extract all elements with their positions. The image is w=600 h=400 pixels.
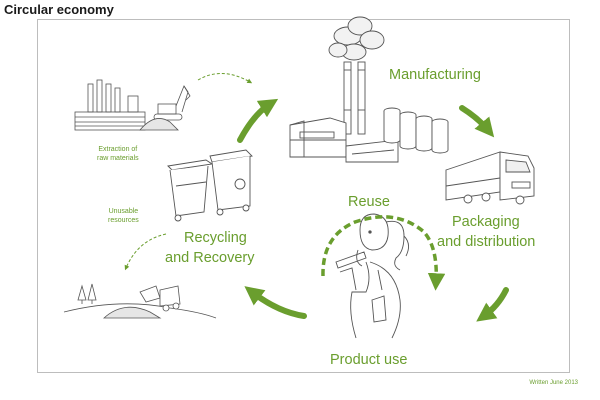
recycling-label: Recycling (184, 230, 247, 246)
distribution-label: and distribution (437, 234, 536, 250)
cycle-arrows (237, 98, 509, 322)
extraction-dashed-arrow (197, 73, 253, 84)
factory-icon (289, 16, 449, 163)
excavator-icon (139, 85, 191, 131)
credit-note: Written June 2013 (529, 380, 578, 386)
packaging-label: Packaging (452, 214, 520, 230)
extraction-note-line2: raw materials (97, 155, 139, 162)
reuse-loop-arrow (321, 215, 446, 291)
recovery-label: and Recovery (165, 250, 255, 266)
unusable-dashed-arrow (124, 233, 167, 271)
extraction-note: Extraction of raw materials (97, 145, 139, 163)
landfill-icon (63, 283, 217, 319)
product-use-label: Product use (330, 352, 408, 368)
truck-icon (445, 151, 535, 205)
recycling-bins-icon (167, 149, 253, 222)
manufacturing-label: Manufacturing (389, 67, 481, 83)
unusable-note-line2: resources (108, 217, 139, 224)
reuse-label: Reuse (348, 194, 390, 210)
unusable-note-line1: Unusable (108, 208, 139, 215)
extraction-factory-icon (74, 79, 146, 131)
diagram-title: Circular economy (4, 2, 114, 17)
person-drinking-icon (335, 213, 409, 339)
unusable-note: Unusable resources (108, 207, 139, 225)
extraction-note-line1: Extraction of (98, 146, 138, 153)
diagram-frame (37, 19, 570, 373)
